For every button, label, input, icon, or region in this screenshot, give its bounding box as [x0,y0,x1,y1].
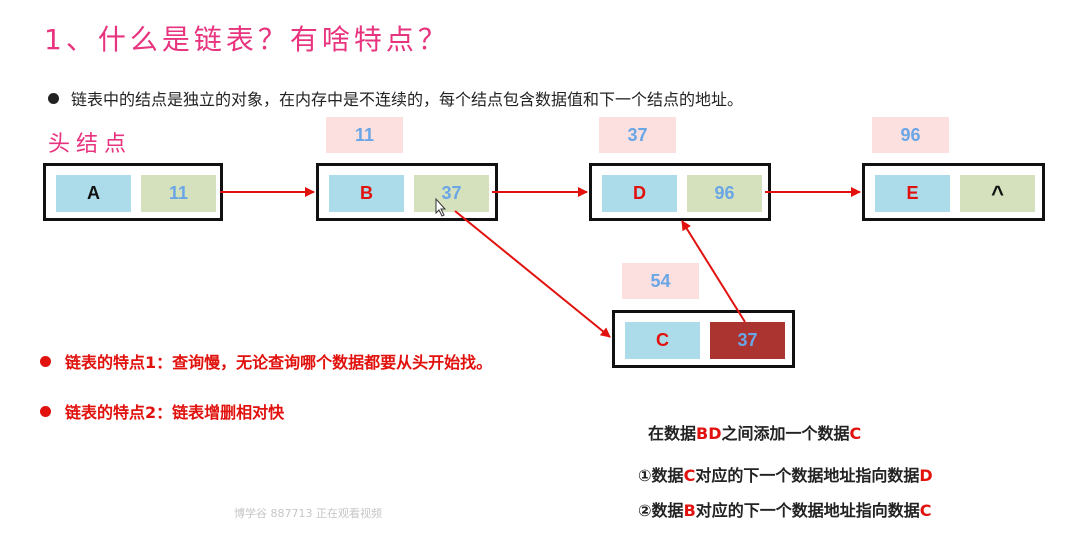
address-label-d: 37 [599,117,676,153]
feature-2: 链表的特点2：链表增删相对快 [40,399,284,423]
node-d-data: D [602,175,677,212]
bullet-dot-icon [48,93,59,104]
note-2-mid: 对应的下一个数据地址指向数据 [695,466,920,485]
head-node-label: 头结点 [48,132,133,157]
feature-2-text: 链表的特点2：链表增删相对快 [65,403,285,422]
node-c-data: C [625,322,700,359]
node-a: A 11 [43,163,223,221]
node-a-next: 11 [141,175,216,212]
intro-bullet: 链表中的结点是独立的对象，在内存中是不连续的，每个结点包含数据值和下一个结点的地… [48,86,743,110]
feature-1: 链表的特点1：查询慢，无论查询哪个数据都要从头开始找。 [40,349,492,373]
note-1-hl2: C [849,424,862,443]
arrow-b-to-c [454,210,611,338]
address-label-c: 54 [622,263,699,299]
note-line-2: ①数据C对应的下一个数据地址指向数据D [638,462,933,486]
node-c: C 37 [612,310,795,368]
note-1-mid: 之间添加一个数据 [721,424,850,443]
note-2-hl1: C [683,466,696,485]
node-d-next: 96 [687,175,762,212]
node-b: B 37 [316,163,498,221]
node-b-data: B [329,175,404,212]
mouse-cursor-icon [435,197,447,217]
note-3-hl1: B [683,501,696,520]
note-2-pre: ①数据 [638,466,684,485]
feature-1-text: 链表的特点1：查询慢，无论查询哪个数据都要从头开始找。 [65,353,493,372]
address-label-b: 11 [326,117,403,153]
node-e-data: E [875,175,950,212]
bullet-dot-icon [40,406,51,417]
bullet-dot-icon [40,356,51,367]
note-line-3: ②数据B对应的下一个数据地址指向数据C [638,497,932,521]
note-2-hl2: D [919,466,933,485]
note-3-mid: 对应的下一个数据地址指向数据 [695,501,920,520]
note-1-hl1: BD [696,424,722,443]
watermark: 博学谷 887713 正在观看视频 [234,507,382,520]
node-d: D 96 [589,163,771,221]
node-b-next: 37 [414,175,489,212]
node-e-next-null: ^ [960,175,1035,212]
note-3-hl2: C [919,501,932,520]
note-1-pre: 在数据 [648,424,697,443]
address-label-e: 96 [872,117,949,153]
note-line-1: 在数据BD之间添加一个数据C [648,420,861,444]
node-c-next: 37 [710,322,785,359]
intro-text: 链表中的结点是独立的对象，在内存中是不连续的，每个结点包含数据值和下一个结点的地… [71,90,744,109]
arrow-c-to-d [681,220,746,323]
node-a-data: A [56,175,131,212]
note-3-pre: ②数据 [638,501,684,520]
node-e: E ^ [862,163,1045,221]
page-title: 1、什么是链表？有啥特点？ [44,23,450,56]
